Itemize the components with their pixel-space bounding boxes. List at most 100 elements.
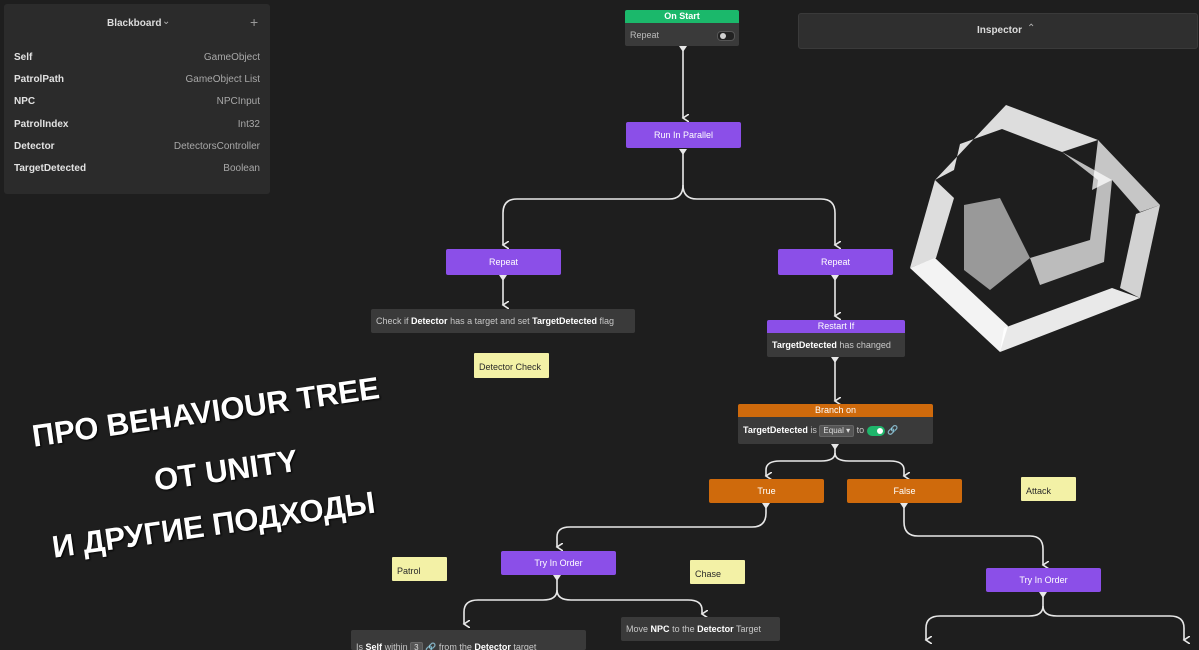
run-in-parallel-node[interactable]: Run In Parallel <box>626 122 741 148</box>
node-label: Try In Order <box>1019 575 1068 585</box>
edge-try-right-b <box>1042 605 1184 640</box>
blackboard-variable[interactable]: TargetDetected Boolean <box>14 163 260 179</box>
on-start-node[interactable]: On Start <box>625 10 739 23</box>
port-try-left <box>553 575 561 581</box>
text: has changed <box>839 340 891 350</box>
repeat-toggle[interactable] <box>717 31 735 41</box>
variable-ref: TargetDetected <box>532 316 598 326</box>
port-false <box>900 503 908 509</box>
unity-logo-icon <box>910 105 1160 352</box>
edge-parallel-repeat-left <box>503 152 684 245</box>
node-label: Try In Order <box>534 558 583 568</box>
variable-ref: Self <box>365 642 383 650</box>
node-label: Repeat <box>820 257 851 267</box>
blackboard-variable[interactable]: Self GameObject <box>14 52 260 68</box>
edge-true-try-left <box>557 504 767 547</box>
restart-if-node[interactable]: Restart If <box>767 320 905 333</box>
plus-icon[interactable]: + <box>250 14 259 30</box>
node-label: Repeat <box>488 257 519 267</box>
sticky-note-chase[interactable]: Chase <box>690 560 745 584</box>
operator-dropdown[interactable]: Equal ▾ <box>819 424 855 437</box>
text: Move <box>626 624 649 634</box>
inspector-panel[interactable]: Inspector ⌃ <box>798 13 1198 49</box>
text: Target <box>735 624 761 634</box>
edge-false-try-right <box>903 504 1043 565</box>
variable-type: GameObject <box>203 52 260 63</box>
blackboard-title: Blackboard <box>107 18 162 29</box>
try-in-order-node-left[interactable]: Try In Order <box>501 551 616 575</box>
variable-type: Boolean <box>223 163 260 174</box>
port-try-right <box>1039 592 1047 598</box>
sticky-note-attack[interactable]: Attack <box>1021 477 1076 501</box>
inspector-title: Inspector <box>977 25 1023 36</box>
value-toggle[interactable] <box>866 425 885 436</box>
edge-try-left-b <box>556 589 702 614</box>
blackboard-header[interactable]: Blackboard ⌄ + <box>4 4 270 38</box>
repeat-label: Repeat <box>630 30 660 40</box>
port-repeat-left <box>499 275 507 281</box>
true-node[interactable]: True <box>709 479 824 503</box>
link-icon[interactable]: 🔗 <box>425 642 437 650</box>
variable-ref: Detector <box>411 316 448 326</box>
variable-ref: TargetDetected <box>743 425 808 435</box>
sticky-note-detector-check[interactable]: Detector Check <box>474 353 549 378</box>
blackboard-variable[interactable]: NPC NPCInput <box>14 96 260 112</box>
variable-name: NPC <box>14 96 36 107</box>
sticky-note-patrol[interactable]: Patrol <box>392 557 447 581</box>
branch-on-condition[interactable]: TargetDetected is Equal ▾ to 🔗 <box>738 417 933 444</box>
false-node[interactable]: False <box>847 479 962 503</box>
variable-type: Int32 <box>237 119 260 130</box>
variable-name: PatrolIndex <box>14 119 69 130</box>
text: within <box>384 642 408 650</box>
variable-ref: TargetDetected <box>772 340 837 350</box>
variable-name: Detector <box>14 141 55 152</box>
variable-name: Self <box>14 52 33 63</box>
node-label: False <box>893 486 916 496</box>
blackboard-variable[interactable]: Detector DetectorsController <box>14 141 260 157</box>
text: has a target and set <box>450 316 530 326</box>
edge-try-left-a <box>464 578 558 624</box>
text: Is <box>356 642 364 650</box>
variable-ref: Detector <box>474 642 511 650</box>
text: Check if <box>376 316 409 326</box>
port-repeat-right <box>831 275 839 281</box>
text: from the <box>438 642 472 650</box>
node-label: True <box>757 486 776 496</box>
distance-input[interactable]: 3 <box>410 641 423 650</box>
blackboard-panel: Blackboard ⌄ + Self GameObject PatrolPat… <box>4 4 270 194</box>
blackboard-variable[interactable]: PatrolIndex Int32 <box>14 119 260 135</box>
sticky-text: Patrol <box>397 566 421 576</box>
repeat-node-right[interactable]: Repeat <box>778 249 893 275</box>
is-self-within-condition[interactable]: Is Self within 3 🔗 from the Detector tar… <box>351 630 586 650</box>
text: flag <box>599 316 615 326</box>
restart-if-condition[interactable]: TargetDetected has changed <box>767 333 905 357</box>
edge-parallel-repeat-right <box>682 184 835 245</box>
text: target <box>513 642 537 650</box>
text: to the <box>672 624 695 634</box>
try-in-order-node-right[interactable]: Try In Order <box>986 568 1101 592</box>
edge-branch-true <box>766 445 836 476</box>
move-npc-action[interactable]: Move NPC to the Detector Target <box>621 617 780 641</box>
edge-try-right-a <box>926 594 1044 640</box>
variable-name: TargetDetected <box>14 163 87 174</box>
link-icon[interactable]: 🔗 <box>887 425 899 436</box>
variable-type: DetectorsController <box>173 141 260 152</box>
text: to <box>856 425 865 435</box>
check-detector-action[interactable]: Check if Detector has a target and set T… <box>371 309 635 333</box>
chevron-up-icon[interactable]: ⌃ <box>1027 23 1036 34</box>
port-true <box>762 503 770 509</box>
sticky-text: Attack <box>1026 486 1052 496</box>
variable-ref: NPC <box>650 624 670 634</box>
on-start-repeat-row: Repeat <box>625 23 739 46</box>
variable-name: PatrolPath <box>14 74 65 85</box>
blackboard-variable[interactable]: PatrolPath GameObject List <box>14 74 260 90</box>
port-branch <box>831 444 839 450</box>
port-restart <box>831 357 839 363</box>
chevron-down-icon[interactable]: ⌄ <box>162 16 171 27</box>
variable-type: NPCInput <box>216 96 260 107</box>
sticky-text: Chase <box>695 569 722 579</box>
repeat-node-left[interactable]: Repeat <box>446 249 561 275</box>
branch-on-node[interactable]: Branch on <box>738 404 933 417</box>
variable-type: GameObject List <box>185 74 260 85</box>
